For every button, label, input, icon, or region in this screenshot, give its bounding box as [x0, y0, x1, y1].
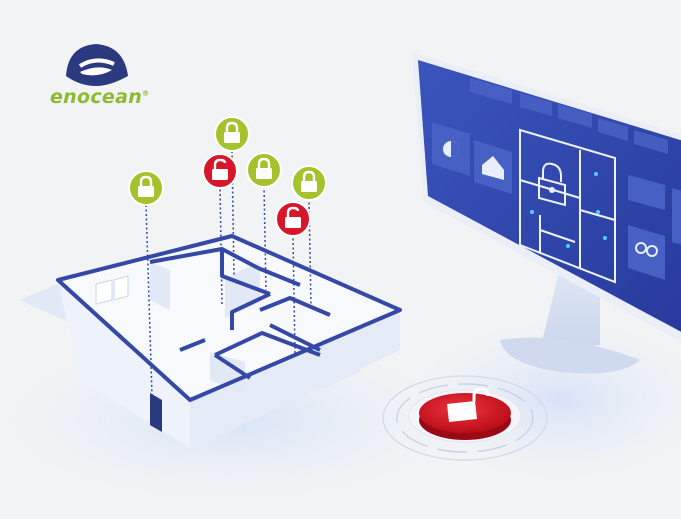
- screen-tab-bar: [470, 78, 668, 154]
- enocean-logo: [66, 44, 128, 86]
- lock-pin-unlocked[interactable]: [202, 153, 238, 189]
- house-window: [95, 275, 129, 305]
- house-floor: [58, 236, 400, 400]
- lock-open-icon: [285, 206, 301, 228]
- house-door[interactable]: [150, 393, 162, 432]
- screen-tile[interactable]: [628, 175, 665, 210]
- lock-pin-locked[interactable]: [246, 152, 282, 188]
- screen-tab[interactable]: [598, 118, 628, 141]
- lock-closed-icon: [301, 170, 317, 192]
- infinity-icon: [635, 242, 658, 257]
- floor-unlock-button[interactable]: [382, 375, 548, 461]
- screen-tile[interactable]: [672, 188, 681, 250]
- home-icon: [482, 156, 504, 180]
- enocean-logo-wordmark: enocean®: [50, 86, 150, 108]
- lock-pin-locked[interactable]: [128, 170, 164, 206]
- lock-pins: [128, 116, 327, 237]
- screen-lock-icon: [538, 162, 566, 207]
- lock-pin-locked[interactable]: [214, 116, 250, 152]
- screen-tab[interactable]: [520, 93, 552, 116]
- house-model: [56, 234, 402, 450]
- screen-tab[interactable]: [470, 78, 512, 104]
- monitor-base: [500, 337, 640, 374]
- lock-open-icon: [447, 387, 490, 422]
- screen-tab[interactable]: [558, 104, 592, 128]
- lock-pin-unlocked[interactable]: [275, 201, 311, 237]
- lock-closed-icon: [138, 175, 154, 197]
- monitor: [412, 52, 681, 374]
- lock-closed-icon: [256, 157, 272, 179]
- lock-closed-icon: [224, 121, 240, 143]
- lock-pin-locked[interactable]: [291, 165, 327, 201]
- screen-sensor-dots: [530, 172, 607, 248]
- enocean-logo-mark: [66, 44, 128, 86]
- lock-open-icon: [212, 158, 228, 180]
- screen-tab[interactable]: [634, 130, 668, 154]
